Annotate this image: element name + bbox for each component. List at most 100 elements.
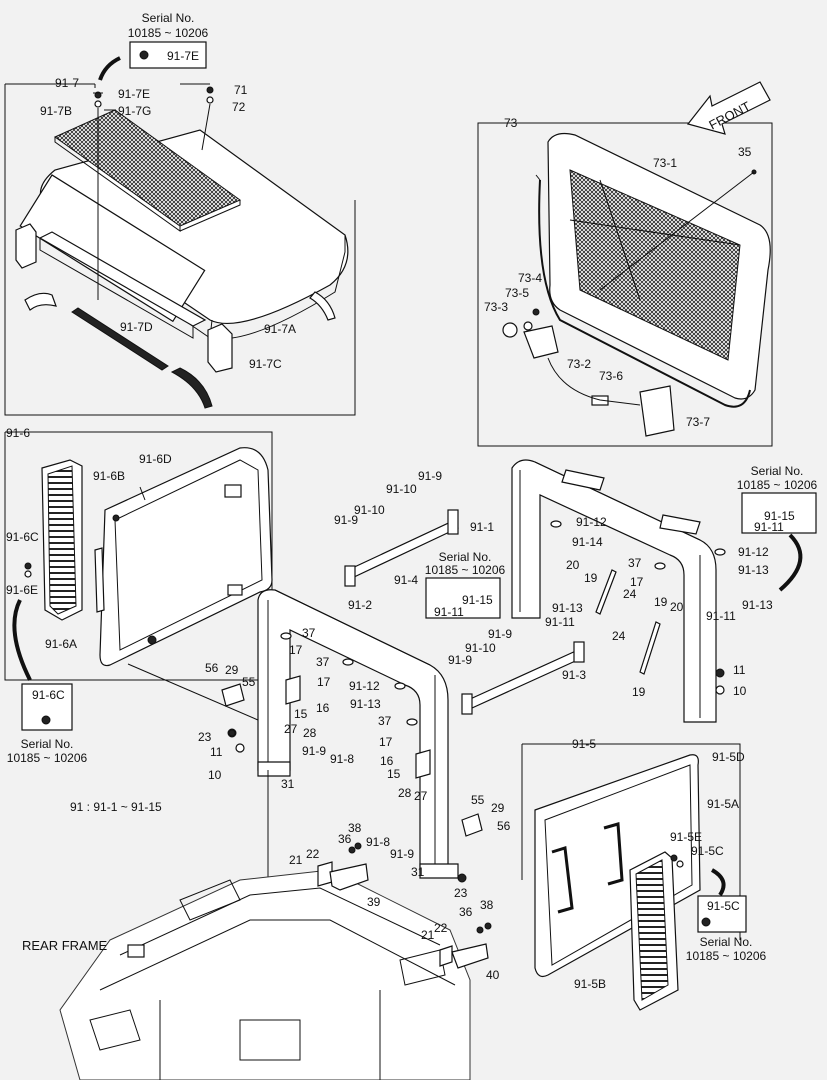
- serial-range-5: 10185 ~ 10206: [686, 949, 767, 963]
- label-73-7: 73-7: [686, 415, 710, 429]
- label-38a: 38: [348, 821, 362, 835]
- label-19b: 19: [654, 595, 668, 609]
- callout-labels: 91-7 91-7E 91-7E 91-7B 91-7G 71 72 91-7D…: [6, 49, 795, 991]
- label-28a: 28: [303, 726, 317, 740]
- side-cap-91-7c-2: [207, 323, 233, 373]
- serial-box-91-7e: Serial No. 10185 ~ 10206: [98, 11, 209, 81]
- label-73-1: 73-1: [653, 156, 677, 170]
- label-91-5c: 91-5C: [691, 844, 724, 858]
- label-73-5: 73-5: [505, 286, 529, 300]
- label-91-5d: 91-5D: [712, 750, 745, 764]
- label-91-13b: 91-13: [738, 563, 769, 577]
- label-10a: 10: [733, 684, 747, 698]
- latch-73-6: [639, 385, 675, 437]
- label-91-5a: 91-5A: [707, 797, 739, 811]
- label-39: 39: [367, 895, 381, 909]
- serial-title: Serial No.: [142, 11, 195, 25]
- group-91-7: [4, 83, 356, 416]
- label-91-4: 91-4: [394, 573, 418, 587]
- serial-range-2: 10185 ~ 10206: [7, 751, 88, 765]
- label-27a: 27: [284, 722, 298, 736]
- label-11a: 11: [733, 663, 746, 677]
- edge-trim-right: [309, 291, 336, 321]
- serial-title-2: Serial No.: [21, 737, 74, 751]
- side-cap-91-7c: [15, 223, 37, 269]
- serial-range: 10185 ~ 10206: [128, 26, 209, 40]
- label-91-7: 91-7: [55, 76, 79, 90]
- label-29b: 29: [491, 801, 505, 815]
- label-31a: 31: [281, 777, 295, 791]
- serial-box-91-11: Serial No. 10185 ~ 10206: [425, 550, 506, 619]
- label-91-10a: 91-10: [386, 482, 417, 496]
- label-15a: 15: [294, 707, 308, 721]
- label-91-9e: 91-9: [302, 744, 326, 758]
- label-11b: 11: [210, 745, 223, 759]
- label-91-9c: 91-9: [488, 627, 512, 641]
- group-91-6: [4, 431, 273, 681]
- label-91-11c: 91-11: [706, 609, 736, 623]
- label-91-13a: 91-13: [552, 601, 583, 615]
- label-91-11d: 91-11: [754, 520, 784, 534]
- handle: [551, 846, 574, 914]
- label-91-1: 91-1: [470, 520, 494, 534]
- front-arrow: [686, 81, 771, 135]
- label-21b: 21: [421, 928, 435, 942]
- label-91-12a: 91-12: [576, 515, 607, 529]
- label-91-6: 91-6: [6, 426, 30, 440]
- label-17c: 17: [317, 675, 331, 689]
- label-24a: 24: [623, 587, 637, 601]
- serial-range-3: 10185 ~ 10206: [737, 478, 818, 492]
- label-20b: 20: [670, 600, 684, 614]
- label-91-6b: 91-6B: [93, 469, 125, 483]
- label-73: 73: [504, 116, 518, 130]
- label-91-5b: 91-5B: [574, 977, 606, 991]
- label-91-11a: 91-11: [434, 605, 464, 619]
- label-91-15b: 91-15: [764, 509, 795, 523]
- serial-box-91-15: Serial No. 10185 ~ 10206: [737, 464, 818, 592]
- label-22b: 22: [434, 921, 448, 935]
- label-55b: 55: [471, 793, 485, 807]
- label-91-6c: 91-6C: [6, 530, 39, 544]
- edge-trim-left: [24, 292, 57, 311]
- door-seal-73-7: [538, 179, 751, 408]
- label-24b: 24: [612, 629, 626, 643]
- label-rear-frame: REAR FRAME: [22, 938, 108, 953]
- label-91-8a: 91-8: [330, 752, 354, 766]
- label-91-6c-box: 91-6C: [32, 688, 65, 702]
- label-22a: 22: [306, 847, 320, 861]
- bracket: [561, 469, 605, 491]
- label-91-5c-box: 91-5C: [707, 899, 740, 913]
- serial-box-91-6c: Serial No. 10185 ~ 10206: [7, 683, 88, 765]
- label-91-9f: 91-9: [390, 847, 414, 861]
- label-91-5: 91-5: [572, 737, 596, 751]
- label-28b: 28: [398, 786, 412, 800]
- gas-spring-24a: [595, 569, 617, 615]
- label-91-5e: 91-5E: [670, 830, 702, 844]
- label-91-12c: 91-12: [349, 679, 380, 693]
- label-23a: 23: [198, 730, 212, 744]
- label-17a: 17: [630, 575, 644, 589]
- group-91-5: Serial No. 10185 ~ 10206: [521, 743, 767, 1011]
- label-20a: 20: [566, 558, 580, 572]
- label-37d: 37: [378, 714, 392, 728]
- label-36a: 36: [338, 832, 352, 846]
- serial-range-4: 10185 ~ 10206: [425, 563, 506, 577]
- label-10b: 10: [208, 768, 222, 782]
- label-16a: 16: [316, 701, 330, 715]
- label-91-3: 91-3: [562, 668, 586, 682]
- label-91-7g: 91-7G: [118, 104, 151, 118]
- label-91-9b: 91-9: [334, 513, 358, 527]
- label-40: 40: [486, 968, 500, 982]
- rear-frame: [59, 842, 492, 1080]
- seal-strip: [71, 307, 169, 371]
- label-91-9d: 91-9: [448, 653, 472, 667]
- label-73-6: 73-6: [599, 369, 623, 383]
- label-23b: 23: [454, 886, 468, 900]
- label-91-7e-box: 91-7E: [167, 49, 199, 63]
- label-91-10c: 91-10: [465, 641, 496, 655]
- label-15b: 15: [387, 767, 401, 781]
- label-91-13d: 91-13: [350, 697, 381, 711]
- label-91-13c: 91-13: [742, 598, 773, 612]
- label-56a: 56: [205, 661, 219, 675]
